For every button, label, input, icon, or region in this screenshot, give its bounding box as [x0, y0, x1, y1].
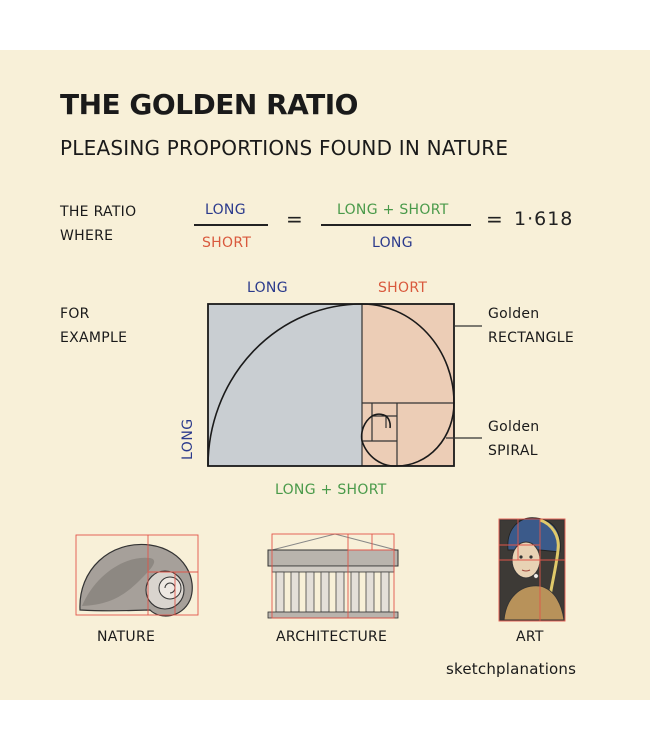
fraction1-denominator: SHORT: [202, 235, 252, 251]
golden-rectangle-drawing: [75, 303, 566, 622]
top-short-label: SHORT: [378, 280, 428, 296]
fraction1-bar: [194, 224, 268, 226]
callout-rectangle-line2: RECTANGLE: [488, 330, 575, 346]
equals-sign-1: =: [286, 207, 303, 231]
short-rectangle: [362, 304, 454, 466]
callout-spiral-line1: Golden: [488, 419, 540, 435]
brand-signature: sketchplanations: [446, 660, 577, 678]
example-label-art: ART: [516, 629, 544, 645]
page-subtitle: PLEASING PROPORTIONS FOUND IN NATURE: [60, 136, 509, 160]
portrait-illustration: [498, 517, 566, 622]
example-label-line1: FOR: [60, 306, 90, 322]
example-label-line2: EXAMPLE: [60, 330, 128, 346]
fraction2-bar: [321, 224, 471, 226]
callout-spiral-line2: SPIRAL: [488, 443, 538, 459]
fraction2-numerator: LONG + SHORT: [337, 202, 449, 218]
equals-sign-2: =: [486, 207, 503, 231]
nautilus-shell-illustration: [75, 534, 199, 617]
sketch-page: THE GOLDEN RATIO PLEASING PROPORTIONS FO…: [0, 50, 650, 700]
bottom-sum-label: LONG + SHORT: [275, 482, 387, 498]
fraction1-numerator: LONG: [205, 202, 246, 218]
golden-rectangle-outline: [207, 303, 455, 467]
example-label-architecture: ARCHITECTURE: [276, 629, 388, 645]
golden-ratio-value: 1·618: [514, 208, 574, 230]
long-square: [208, 304, 362, 466]
fraction2-denominator: LONG: [372, 235, 413, 251]
callout-rectangle-line1: Golden: [488, 306, 540, 322]
example-label-nature: NATURE: [97, 629, 156, 645]
ratio-lead-line2: WHERE: [60, 228, 114, 244]
ratio-lead-line1: THE RATIO: [60, 204, 137, 220]
parthenon-illustration: [267, 533, 399, 619]
top-long-label: LONG: [247, 280, 288, 296]
page-title: THE GOLDEN RATIO: [60, 88, 358, 121]
